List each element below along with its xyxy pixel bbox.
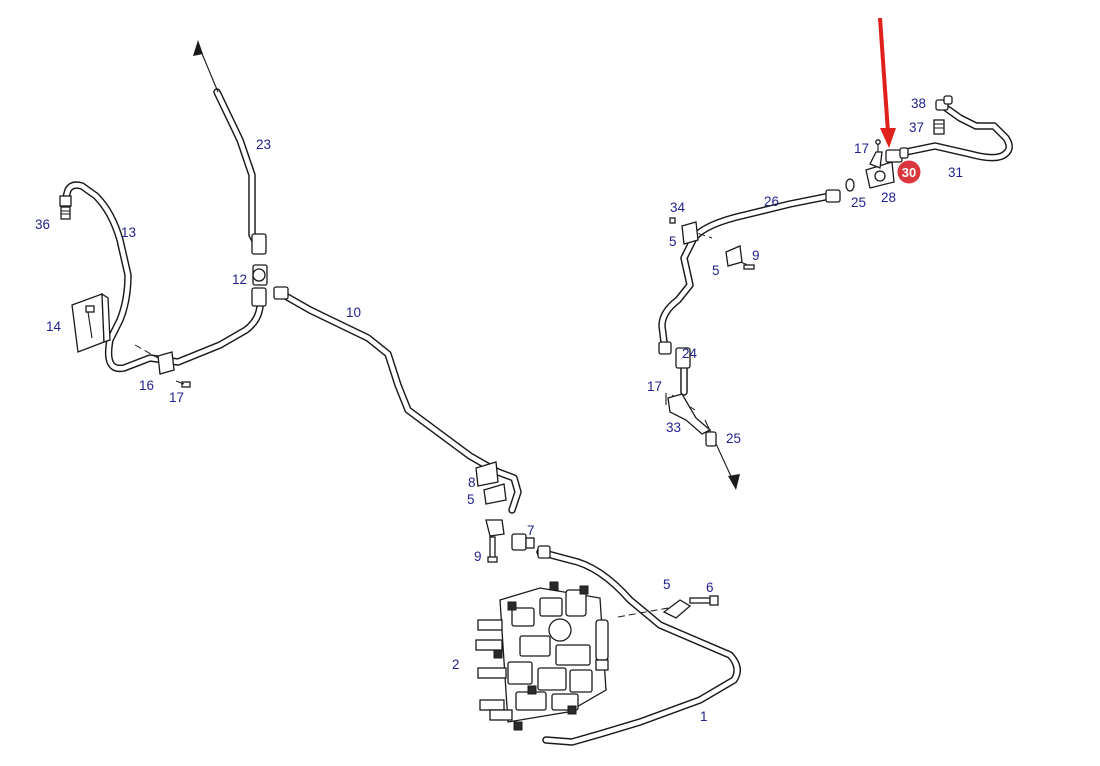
label-part-23: 23 [256, 137, 271, 152]
leader-lines [134, 43, 749, 618]
label-part-5: 5 [467, 492, 475, 507]
part-labels: 1 2 5 6 7 8 5 9 10 12 13 14 16 17 23 36 … [35, 96, 963, 724]
label-part-25: 25 [726, 431, 741, 446]
label-part-37: 37 [909, 120, 924, 135]
label-part-24: 24 [682, 346, 698, 361]
label-part-2: 2 [452, 657, 460, 672]
label-part-5: 5 [663, 577, 671, 592]
fitting-30 [885, 147, 909, 163]
bracket-33 [667, 393, 712, 435]
label-part-17: 17 [647, 379, 662, 394]
fitting-26-end [825, 178, 855, 203]
pipe-1 [536, 548, 741, 746]
label-part-10: 10 [346, 305, 361, 320]
pipe-13 [62, 181, 264, 373]
label-part-33: 33 [666, 420, 681, 435]
pipe-31 [902, 104, 1013, 162]
label-part-16: 16 [139, 378, 154, 393]
label-part-13: 13 [121, 225, 136, 240]
clamp-8 [475, 461, 507, 505]
label-part-38: 38 [911, 96, 926, 111]
label-part-1: 1 [700, 709, 708, 724]
label-part-34: 34 [670, 200, 686, 215]
pipe-26 [658, 192, 834, 346]
label-part-36: 36 [35, 217, 50, 232]
label-part-28: 28 [881, 190, 896, 205]
label-part-30: 30 [902, 165, 916, 180]
label-part-8: 8 [468, 475, 476, 490]
label-part-7: 7 [527, 523, 535, 538]
tee-fitting-12 [251, 233, 289, 307]
bracket-14 [71, 292, 111, 353]
label-part-9: 9 [752, 248, 760, 263]
pipe-10 [278, 290, 522, 514]
label-part-6: 6 [706, 580, 714, 595]
fitting-25-lower [705, 431, 717, 447]
label-part-9: 9 [474, 549, 482, 564]
label-part-17: 17 [854, 141, 869, 156]
pipe-23 [213, 88, 264, 254]
label-part-5: 5 [712, 263, 720, 278]
bolt-17-left [175, 380, 191, 388]
bracket-28 [865, 151, 895, 189]
label-part-14: 14 [46, 319, 62, 334]
fitting-38 [935, 95, 953, 111]
fitting-37 [933, 119, 945, 135]
arrowhead-down-icon [728, 474, 740, 490]
label-part-31: 31 [948, 165, 963, 180]
fitting-24 [658, 341, 691, 369]
bracket-5-right [725, 245, 743, 267]
bracket-5-bolt-6 [662, 595, 719, 619]
label-part-25: 25 [851, 195, 866, 210]
label-part-5: 5 [669, 234, 677, 249]
highlight-arrow-icon [878, 17, 896, 148]
fitting-36 [59, 195, 72, 220]
highlight-badge-30: 30 [897, 160, 921, 184]
bolt-9-left [487, 536, 498, 563]
arrowhead-up-icon [193, 40, 203, 56]
clamp-16 [157, 351, 175, 375]
label-part-17: 17 [169, 390, 184, 405]
label-part-12: 12 [232, 272, 247, 287]
label-part-26: 26 [764, 194, 779, 209]
bracket-34 [669, 217, 699, 245]
fitting-7 [485, 519, 551, 559]
bolt-9-right [743, 264, 755, 270]
control-valve-block-2 [475, 581, 609, 731]
